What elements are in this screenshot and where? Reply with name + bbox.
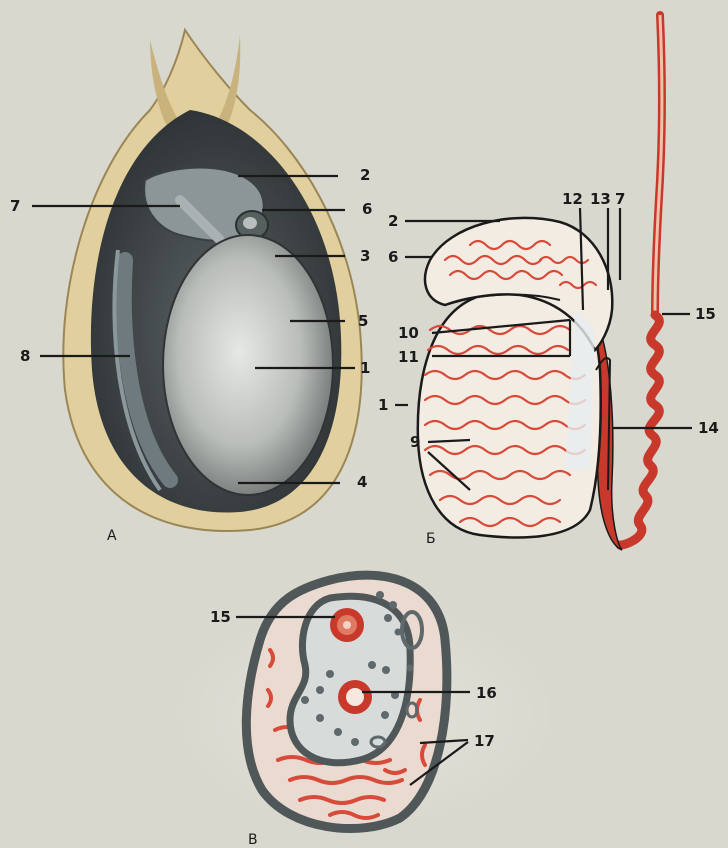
panel-c: В 15 16 17 xyxy=(175,575,555,848)
label-b-2: 2 xyxy=(388,212,398,230)
label-b-7: 7 xyxy=(615,190,625,208)
panel-a: А 1 2 3 4 5 6 7 8 xyxy=(10,30,372,544)
label-c-15: 15 xyxy=(210,608,231,626)
label-b-1: 1 xyxy=(378,396,388,414)
label-a-1: 1 xyxy=(360,359,370,377)
caption-b: Б xyxy=(426,531,436,547)
label-c-17: 17 xyxy=(474,732,495,750)
label-a-7: 7 xyxy=(10,197,20,215)
panel-b: Б 1 2 6 7 9 10 11 12 13 14 15 xyxy=(378,15,719,550)
testis-a xyxy=(163,235,333,495)
label-b-14: 14 xyxy=(698,419,719,437)
caption-a: А xyxy=(107,528,117,544)
label-b-13: 13 xyxy=(590,190,611,208)
coiled-ductus xyxy=(620,315,659,545)
label-b-12: 12 xyxy=(562,190,583,208)
label-b-11: 11 xyxy=(398,348,419,366)
caption-c: В xyxy=(248,832,258,848)
label-b-6: 6 xyxy=(388,248,398,266)
label-a-8: 8 xyxy=(20,347,30,365)
label-b-9: 9 xyxy=(410,433,420,451)
label-b-10: 10 xyxy=(398,324,419,342)
label-a-6: 6 xyxy=(362,200,372,218)
label-a-3: 3 xyxy=(360,247,370,265)
label-a-5: 5 xyxy=(358,312,368,330)
label-c-16: 16 xyxy=(476,684,497,702)
label-a-4: 4 xyxy=(357,473,367,491)
label-a-2: 2 xyxy=(360,166,370,184)
label-b-15: 15 xyxy=(695,305,716,323)
